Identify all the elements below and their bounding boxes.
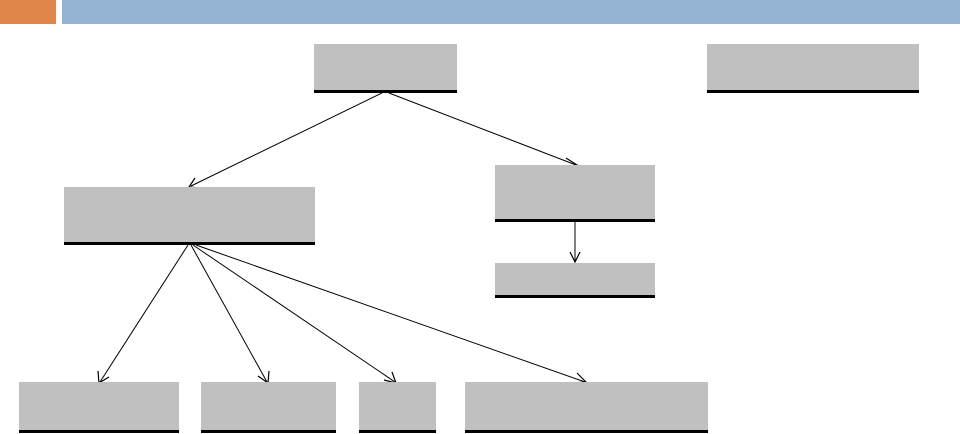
node-bottom-4 xyxy=(465,382,708,433)
node-bottom-3 xyxy=(359,382,436,433)
slide-header-bar xyxy=(0,0,960,24)
edge-root-right xyxy=(388,92,577,166)
edge-left-b3 xyxy=(192,244,396,383)
node-left-branch xyxy=(64,187,315,245)
arrowhead-right-rightchild xyxy=(569,251,581,264)
edge-root-left xyxy=(190,92,383,187)
node-right-child xyxy=(495,263,655,298)
edge-left-b1 xyxy=(99,244,189,383)
node-right-branch xyxy=(495,165,655,222)
node-side xyxy=(707,44,919,93)
edge-left-b2 xyxy=(190,244,268,383)
node-bottom-2 xyxy=(201,382,336,433)
node-bottom-1 xyxy=(19,382,179,433)
node-root xyxy=(314,44,457,93)
header-accent-block xyxy=(0,0,56,24)
header-title-strip xyxy=(62,0,960,24)
